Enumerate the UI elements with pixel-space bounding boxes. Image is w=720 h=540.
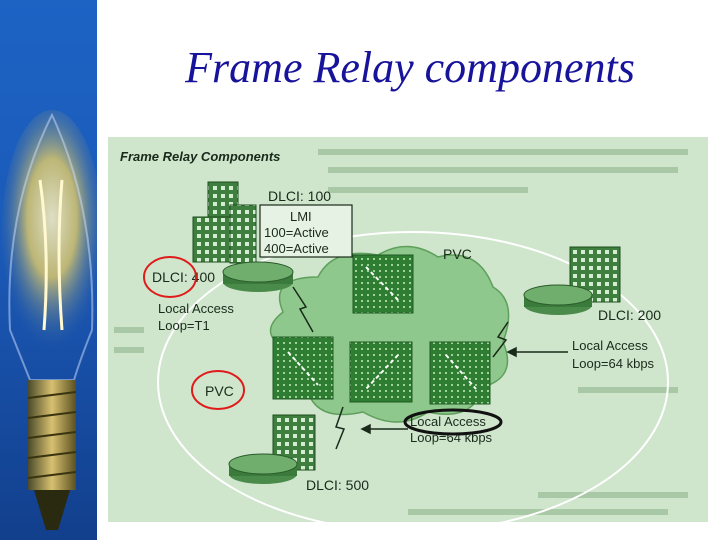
lightbulb-icon	[2, 110, 97, 530]
label-pvc-top: PVC	[443, 246, 472, 262]
slide-title: Frame Relay components	[185, 43, 635, 92]
label-local-access-left-1: Local Access	[158, 301, 234, 316]
router-dlci-500	[228, 453, 298, 484]
label-lmi-line1: 100=Active	[264, 225, 329, 240]
lmi-callout-box	[259, 204, 353, 258]
frame-relay-diagram: Frame Relay Components	[108, 137, 708, 522]
label-dlci-100: DLCI: 100	[268, 188, 331, 204]
label-local-access-left-2: Loop=T1	[158, 318, 210, 333]
pvc-ring	[157, 231, 669, 522]
lightbulb-decoration	[0, 0, 97, 540]
router-dlci-200	[523, 284, 593, 315]
diagram-heading: Frame Relay Components	[120, 149, 280, 164]
label-dlci-400: DLCI: 400	[152, 269, 215, 285]
label-pvc-left: PVC	[205, 383, 234, 399]
label-lmi-title: LMI	[290, 209, 312, 224]
diagram-canvas: Frame Relay Components	[114, 149, 688, 522]
local-access-links	[292, 286, 509, 450]
label-dlci-200: DLCI: 200	[598, 307, 661, 323]
pointer-arrows	[360, 346, 568, 435]
label-local-access-right-1: Local Access	[572, 338, 648, 353]
label-local-access-right-2: Loop=64 kbps	[572, 356, 655, 371]
label-dlci-500: DLCI: 500	[306, 477, 369, 493]
label-lmi-line2: 400=Active	[264, 241, 329, 256]
highlight-circle-pvc	[191, 370, 245, 410]
label-local-access-bottom-1: Local Access	[410, 414, 486, 429]
router-dlci-400	[222, 261, 294, 292]
hq-buildings	[192, 181, 257, 264]
frame-relay-switches	[272, 254, 491, 405]
switch-right	[429, 341, 491, 405]
highlight-oval-local-access	[403, 408, 503, 436]
highlight-circle-dlci-400	[143, 256, 197, 298]
